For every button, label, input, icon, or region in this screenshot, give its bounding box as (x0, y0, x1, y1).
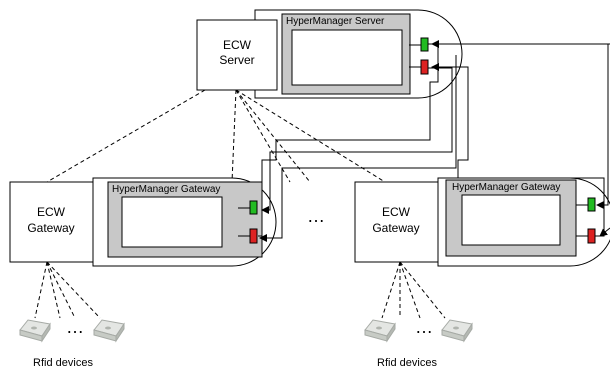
gateway-1-panel-title: HyperManager Gateway (112, 184, 220, 195)
gateways-ellipsis: … (307, 206, 325, 226)
gateway-1-panel-screen (121, 196, 223, 248)
gateway-2-panel-title: HyperManager Gateway (452, 182, 560, 193)
server-panel-screen (291, 29, 403, 86)
gateway-2-input-port (576, 197, 596, 212)
server-hypermanager-container: HyperManager Server (254, 9, 463, 99)
server-output-port (409, 59, 429, 75)
gateway-2-panel-screen (461, 194, 561, 246)
gateway-2-box-line2: Gateway (372, 221, 419, 235)
rfid-group-2-label: Rfid devices (377, 357, 437, 369)
gateway-1-hypermanager-container: HyperManager Gateway (92, 177, 277, 267)
rfid-group-1-ellipsis: … (66, 317, 84, 337)
rfid-group-1-label: Rfid devices (33, 357, 93, 369)
solid-connections (258, 40, 610, 242)
rfid-group-2: … Rfid devices (364, 317, 473, 369)
gateway-2-box: ECW Gateway (354, 181, 439, 263)
gateway-1-output-port (238, 228, 258, 244)
gateway-1-input-port (238, 200, 258, 215)
rfid-reader-icon (93, 319, 125, 342)
rfid-reader-icon (364, 319, 396, 342)
rfid-reader-icon (441, 319, 473, 342)
gateway-2-hypermanager-container: HyperManager Gateway (437, 177, 610, 267)
gateway-1-box: ECW Gateway (9, 181, 94, 263)
server-panel-title: HyperManager Server (286, 16, 385, 27)
server-box: ECW Server (196, 19, 278, 91)
server-box-line1: ECW (223, 38, 252, 52)
gateway-2-box-line1: ECW (382, 205, 411, 219)
server-box-line2: Server (219, 53, 254, 67)
rfid-group-2-ellipsis: … (415, 317, 433, 337)
dashed-links (34, 89, 446, 319)
rfid-reader-icon (19, 319, 51, 342)
gateway-1-box-line2: Gateway (27, 221, 74, 235)
rfid-group-1: … Rfid devices (19, 317, 125, 369)
gateway-1-box-line1: ECW (37, 205, 66, 219)
